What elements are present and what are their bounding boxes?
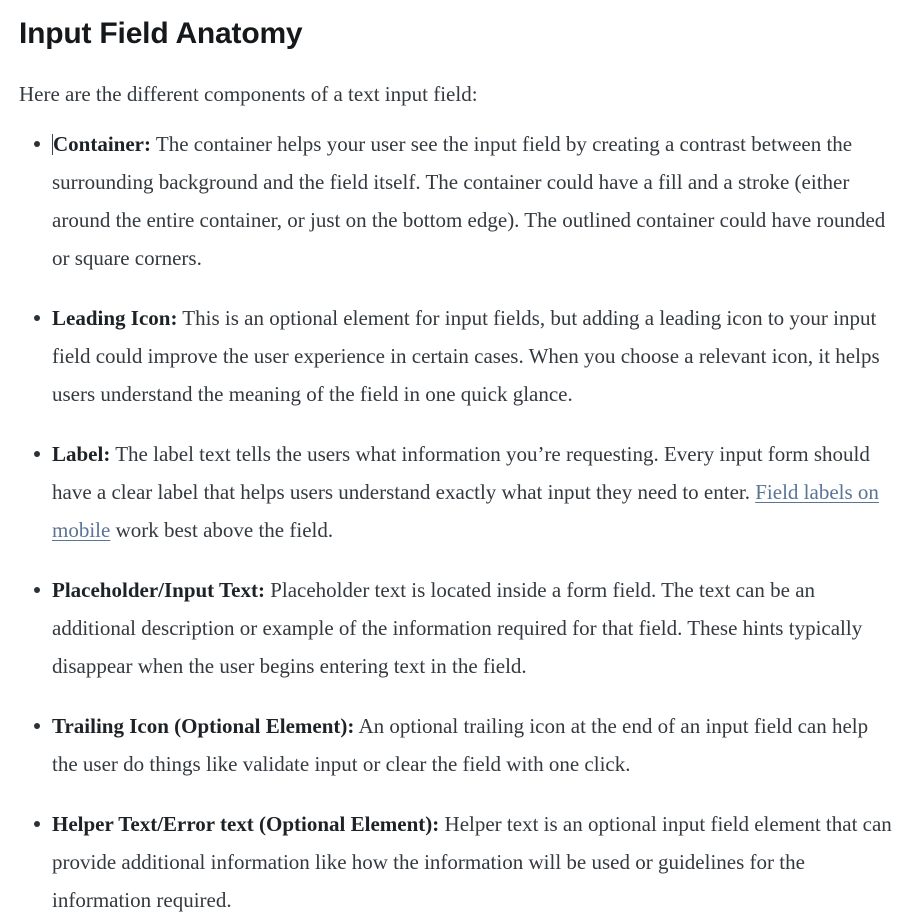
list-item-text: The label text tells the users what info… (52, 441, 870, 504)
intro-paragraph: Here are the different components of a t… (19, 82, 478, 106)
list-item-text: Placeholder text is located inside a for… (52, 577, 863, 678)
page-title: Input Field Anatomy (19, 17, 303, 50)
list-item: Placeholder/Input Text: Placeholder text… (18, 571, 896, 685)
list-item: Leading Icon: This is an optional elemen… (18, 299, 896, 413)
list-item-text: An optional trailing icon at the end of … (52, 713, 869, 776)
list-item-term: Container: (53, 131, 151, 156)
anatomy-list: Container: The container helps your user… (18, 125, 896, 919)
field-labels-on-mobile-link[interactable]: Field labels on mobile (52, 479, 879, 542)
text-caret (52, 133, 53, 155)
document-page: Input Field Anatomy Here are the differe… (19, 17, 892, 912)
list-item-term: Placeholder/Input Text: (52, 577, 265, 602)
list-item-term: Leading Icon: (52, 305, 178, 330)
list-item-term: Trailing Icon (Optional Element): (52, 713, 355, 738)
list-item-term: Helper Text/Error text (Optional Element… (52, 811, 440, 836)
list-item-term: Label: (52, 441, 111, 466)
list-item: Label: The label text tells the users wh… (18, 435, 896, 549)
list-item-text: The container helps your user see the in… (52, 131, 886, 270)
list-item-text: This is an optional element for input fi… (52, 305, 880, 406)
list-item-text-tail: work best above the field. (110, 517, 334, 542)
list-item: Trailing Icon (Optional Element): An opt… (18, 707, 896, 783)
list-item: Container: The container helps your user… (18, 125, 896, 277)
list-item: Helper Text/Error text (Optional Element… (18, 805, 896, 919)
